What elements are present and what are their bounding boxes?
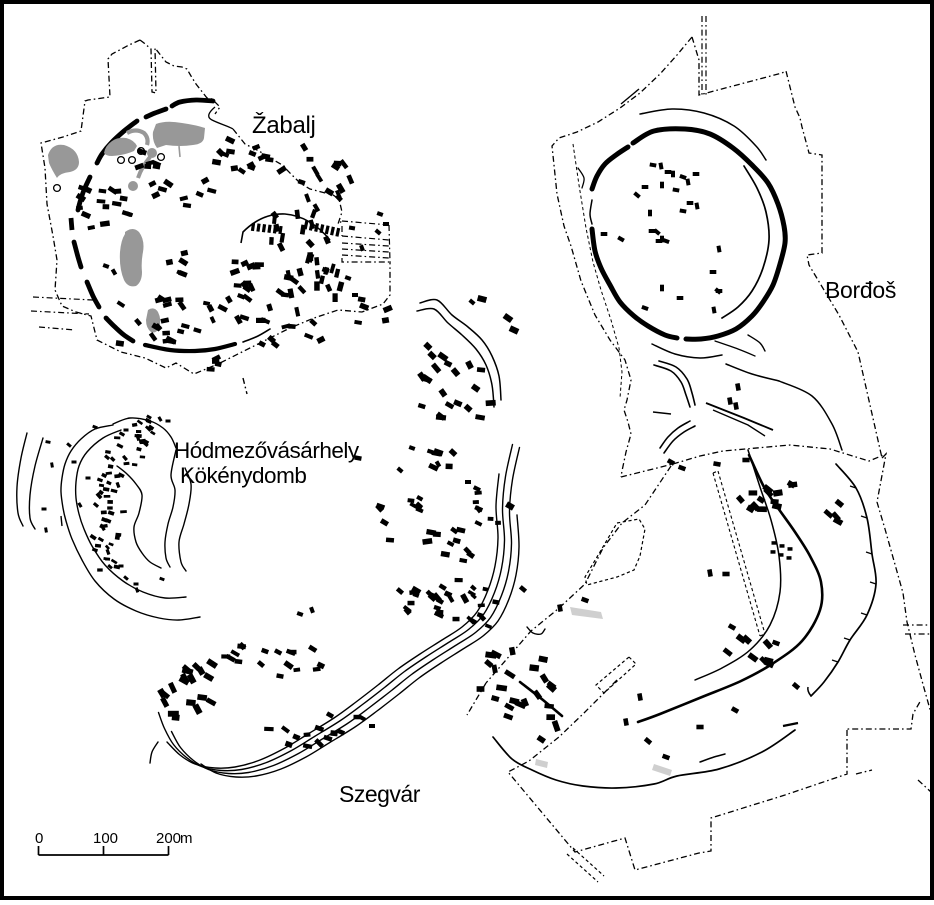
svg-text:0: 0 bbox=[35, 830, 43, 847]
svg-text:Kökénydomb: Kökénydomb bbox=[180, 463, 306, 488]
svg-text:Borđoš: Borđoš bbox=[825, 277, 896, 303]
svg-text:200: 200 bbox=[156, 830, 181, 847]
svg-text:Hódmezővásárhely: Hódmezővásárhely bbox=[174, 438, 360, 463]
svg-text:Szegvár: Szegvár bbox=[339, 781, 421, 807]
svg-text:m: m bbox=[180, 830, 193, 847]
svg-text:100: 100 bbox=[93, 830, 118, 847]
svg-text:Žabalj: Žabalj bbox=[252, 112, 316, 139]
